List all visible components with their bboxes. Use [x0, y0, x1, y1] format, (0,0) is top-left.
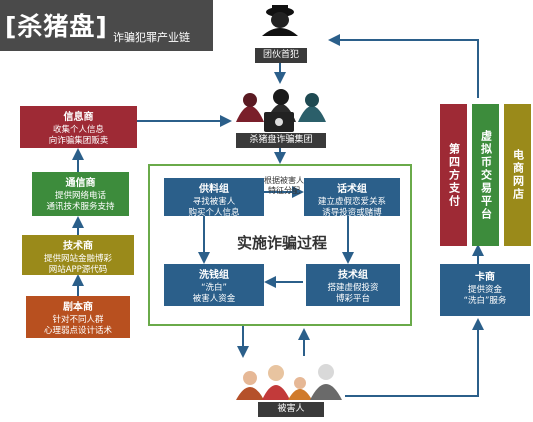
title-banner: [杀猪盘] 诈骗犯罪产业链	[0, 0, 213, 51]
laundry-group-line-1: “洗白”	[201, 283, 227, 293]
supply-group-node: 供料组 寻找被害人 购买个人信息	[164, 178, 264, 218]
laptop-icon	[264, 112, 294, 132]
comm-merchant-line-2: 通讯技术服务支持	[46, 202, 115, 212]
comm-merchant-line-1: 提供网络电话	[54, 191, 106, 201]
info-merchant-line-2: 向诈骗集团贩卖	[48, 136, 109, 146]
script-group-line-1: 建立虚假恋爱关系	[317, 197, 386, 207]
script-merchant-header: 剧本商	[63, 302, 93, 313]
tech-group-node: 技术组 搭建虚假投资 博彩平台	[306, 264, 400, 306]
card-merchant-line-1: 提供资金	[467, 285, 502, 295]
title-main: [杀猪盘]	[5, 12, 108, 41]
tech-merchant-header: 技术商	[63, 241, 93, 252]
tech-merchant-line-1: 提供网站金融博彩	[43, 254, 112, 264]
crypto-exchange-node: 虚拟币交易平台	[472, 104, 499, 246]
supply-group-header: 供料组	[199, 184, 229, 195]
supply-group-line-2: 购买个人信息	[188, 208, 240, 218]
leader-label: 团伙首犯	[255, 48, 307, 63]
comm-merchant-node: 通信商 提供网络电话 通讯技术服务支持	[32, 172, 129, 216]
title-sub: 诈骗犯罪产业链	[113, 31, 190, 44]
assign-note-line-2: 特征分配	[268, 186, 300, 195]
assign-note-line-1: 根据被害人	[264, 176, 304, 185]
fraud-process-title: 实施诈骗过程	[236, 234, 327, 252]
script-group-header: 话术组	[337, 184, 367, 195]
tech-group-line-2: 博彩平台	[335, 294, 370, 304]
script-merchant-node: 剧本商 针对不同人群 心理弱点设计话术	[26, 296, 130, 338]
card-merchant-node: 卡商 提供资金 “洗白”服务	[440, 264, 530, 316]
card-merchant-line-2: “洗白”服务	[463, 296, 507, 306]
comm-merchant-header: 通信商	[65, 178, 96, 189]
info-merchant-header: 信息商	[63, 112, 94, 123]
laundry-group-line-2: 被害人资金	[192, 294, 236, 304]
victim-label: 被害人	[258, 402, 324, 417]
tech-merchant-line-2: 网站APP源代码	[48, 265, 108, 275]
fourth-party-payment-node: 第四方支付	[440, 104, 467, 246]
tech-group-header: 技术组	[338, 270, 368, 281]
info-merchant-node: 信息商 收集个人信息 向诈骗集团贩卖	[20, 106, 137, 148]
tech-group-line-1: 搭建虚假投资	[327, 283, 379, 293]
script-merchant-line-1: 针对不同人群	[52, 315, 104, 325]
gang-label: 杀猪盘诈骗集团	[236, 133, 326, 148]
tech-merchant-node: 技术商 提供网站金融博彩 网站APP源代码	[22, 235, 134, 275]
victims-figures-icon	[236, 356, 346, 400]
laundry-group-node: 洗钱组 “洗白” 被害人资金	[164, 264, 264, 306]
script-merchant-line-2: 心理弱点设计话术	[43, 326, 112, 336]
ecommerce-shop-node: 电商网店	[504, 104, 531, 246]
assign-note: 根据被害人 特征分配	[262, 176, 306, 196]
script-group-line-2: 诱导投资或赌博	[322, 208, 382, 218]
supply-group-line-1: 寻找被害人	[192, 197, 236, 207]
info-merchant-line-1: 收集个人信息	[52, 125, 104, 135]
fraud-process-frame	[148, 164, 412, 326]
leader-figure-icon	[258, 2, 302, 36]
script-group-node: 话术组 建立虚假恋爱关系 诱导投资或赌博	[304, 178, 400, 218]
card-merchant-header: 卡商	[475, 272, 495, 283]
laundry-group-header: 洗钱组	[199, 270, 229, 281]
